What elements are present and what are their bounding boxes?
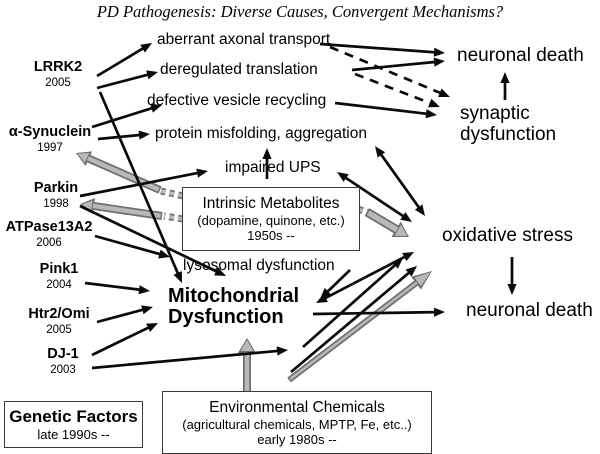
mechanism-protein-misfolding: protein misfolding, aggregation — [155, 125, 367, 142]
mechanism-aberrant-axonal-transport: aberrant axonal transport — [157, 31, 331, 48]
mitochondrial-line1: Mitochondrial — [168, 285, 300, 307]
gene-dj1: DJ-1 2003 — [47, 346, 79, 376]
gene-alpha-synuclein: α-Synuclein 1997 — [8, 124, 92, 154]
gene-dj1-name: DJ-1 — [47, 346, 79, 362]
diagram-title: PD Pathogenesis: Diverse Causes, Converg… — [96, 2, 504, 21]
intrinsic-metabolites-examples: (dopamine, quinone, etc.) — [197, 213, 345, 228]
gene-atpase13a2: ATPase13A2 2006 — [5, 219, 93, 249]
mechanism-deregulated-translation: deregulated translation — [160, 61, 318, 78]
outcome-synaptic-dysfunction: synaptic dysfunction — [460, 103, 557, 145]
intrinsic-metabolites-title: Intrinsic Metabolites — [202, 195, 340, 212]
genetic-factors-title: Genetic Factors — [9, 407, 138, 426]
genetic-factors-box: Genetic Factors late 1990s -- — [4, 401, 143, 448]
gene-lrrk2: LRRK2 2005 — [33, 59, 83, 89]
environmental-chemicals-title: Environmental Chemicals — [209, 398, 385, 416]
gene-pink1: Pink1 2004 — [39, 261, 79, 291]
mechanism-defective-vesicle-recycling: defective vesicle recycling — [147, 92, 327, 109]
gene-pink1-name: Pink1 — [39, 261, 79, 277]
gene-parkin-year: 1998 — [43, 197, 69, 210]
outcome-neuronal-death-bottom: neuronal death — [466, 300, 593, 321]
gene-dj1-year: 2003 — [50, 363, 76, 376]
gene-atpase13a2-year: 2006 — [36, 236, 62, 249]
gene-pink1-year: 2004 — [46, 278, 72, 291]
gene-alpha-synuclein-year: 1997 — [37, 141, 63, 154]
genetic-factors-era: late 1990s -- — [37, 427, 110, 442]
environmental-chemicals-box: Environmental Chemicals (agricultural ch… — [162, 391, 432, 454]
environmental-chemicals-era: early 1980s -- — [257, 431, 337, 447]
gene-alpha-synuclein-name: α-Synuclein — [8, 124, 92, 140]
gene-htr2-omi-name: Htr2/Omi — [28, 306, 90, 322]
environmental-chemicals-examples: (agricultural chemicals, MPTP, Fe, etc..… — [182, 416, 412, 432]
gene-atpase13a2-name: ATPase13A2 — [5, 219, 93, 235]
gene-parkin-name: Parkin — [33, 180, 79, 196]
intrinsic-metabolites-box: Intrinsic Metabolites (dopamine, quinone… — [182, 187, 360, 251]
gene-lrrk2-name: LRRK2 — [33, 59, 83, 75]
gene-htr2-omi-year: 2005 — [46, 323, 72, 336]
intrinsic-metabolites-era: 1950s -- — [247, 228, 295, 243]
mechanism-impaired-ups: impaired UPS — [225, 159, 321, 176]
outcome-oxidative-stress: oxidative stress — [442, 225, 573, 246]
gene-parkin: Parkin 1998 — [33, 180, 79, 210]
gene-htr2-omi: Htr2/Omi 2005 — [28, 306, 90, 336]
gene-lrrk2-year: 2005 — [45, 76, 71, 89]
synaptic-line1: synaptic — [460, 103, 530, 124]
mechanism-mitochondrial-dysfunction: Mitochondrial Dysfunction — [168, 285, 300, 329]
mitochondrial-line2: Dysfunction — [168, 306, 284, 329]
synaptic-line2: dysfunction — [460, 123, 557, 145]
mechanism-lysosomal-dysfunction: lysosomal dysfunction — [183, 257, 335, 274]
outcome-neuronal-death-top: neuronal death — [457, 45, 584, 66]
